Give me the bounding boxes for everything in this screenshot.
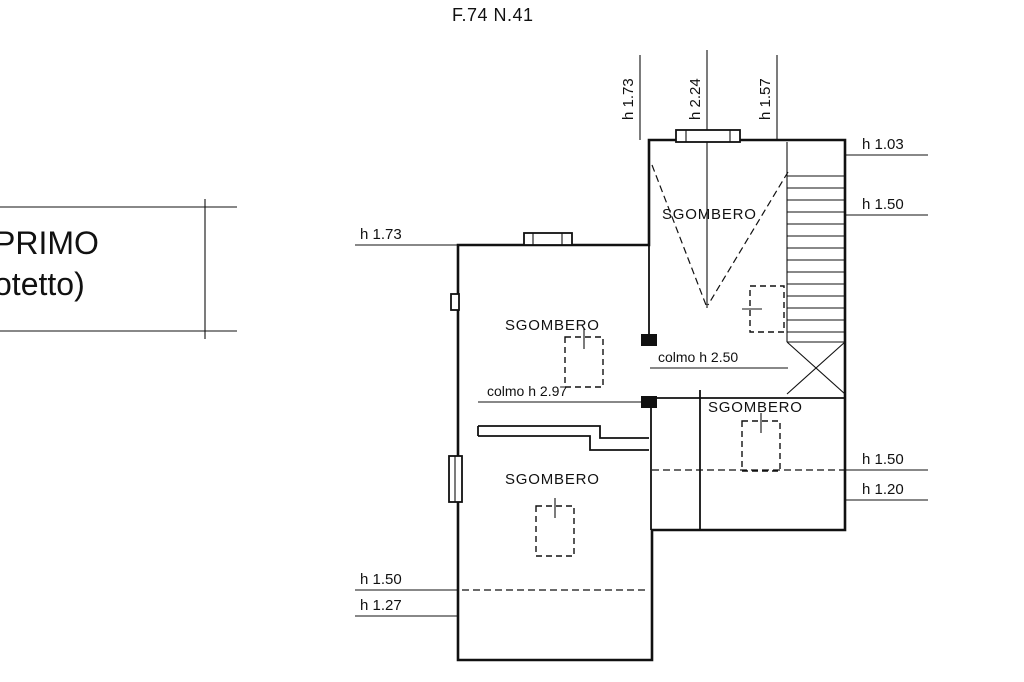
dim-label-right-3: h 1.20: [862, 481, 904, 498]
dim-label-top-2: h 1.57: [757, 78, 774, 120]
dim-label-right-1: h 1.50: [862, 196, 904, 213]
wall-notch: [450, 293, 460, 311]
hatch-openings: [535, 285, 785, 557]
dim-label-left-0: h 1.73: [360, 226, 402, 243]
chimney-right: [675, 129, 741, 143]
title-line-1: PRIMO: [0, 225, 99, 261]
ridge-label-right: colmo h 2.50: [658, 349, 738, 365]
wall-stub: [641, 334, 657, 346]
dim-label-right-0: h 1.03: [862, 136, 904, 153]
title-block: PRIMO otetto): [0, 199, 237, 339]
room-labels: SGOMBERO SGOMBERO SGOMBERO SGOMBERO colm…: [487, 206, 803, 488]
staircase: [786, 142, 846, 395]
dimension-labels: h 1.73 h 2.24 h 1.57 h 1.03 h 1.50 h 1.5…: [360, 78, 904, 614]
room-label-bottom-right: SGOMBERO: [708, 399, 803, 416]
sheet-reference: F.74 N.41: [452, 5, 534, 25]
height-lines: [462, 469, 845, 591]
roof-lines: [651, 164, 789, 306]
outer-wall: [456, 138, 847, 662]
dimension-lines: [355, 50, 928, 617]
hatch-middle-left: [564, 336, 604, 388]
room-label-bottom-left: SGOMBERO: [505, 471, 600, 488]
room-label-top-right: SGOMBERO: [662, 206, 757, 223]
dim-label-left-1: h 1.50: [360, 571, 402, 588]
title-line-2: otetto): [0, 266, 85, 302]
ridge-label-left: colmo h 2.97: [487, 383, 567, 399]
dim-label-top-0: h 1.73: [620, 78, 637, 120]
hatch-bottom-right: [741, 420, 781, 472]
room-label-middle-left: SGOMBERO: [505, 317, 600, 334]
dim-label-left-2: h 1.27: [360, 597, 402, 614]
dim-label-top-1: h 2.24: [687, 78, 704, 120]
hatch-bottom-left: [535, 505, 575, 557]
chimney-left: [523, 232, 573, 246]
dim-label-right-2: h 1.50: [862, 451, 904, 468]
ridge-leader-lines: [478, 367, 788, 403]
